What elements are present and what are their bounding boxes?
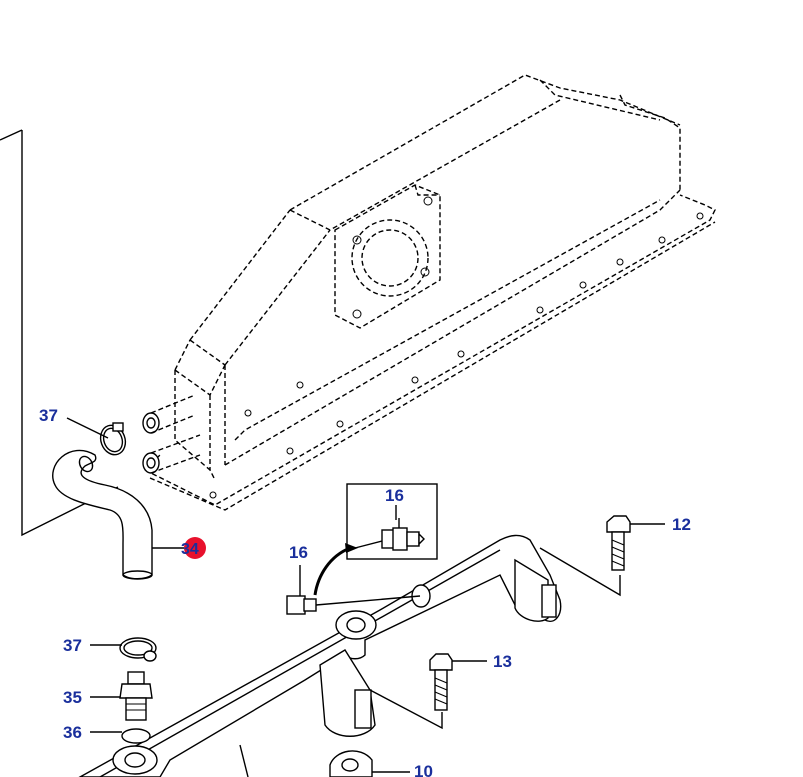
callout-36[interactable]: 36 xyxy=(63,723,82,742)
oil-cooler-housing xyxy=(142,74,716,511)
bolt-13-icon xyxy=(369,653,453,730)
callout-10[interactable]: 10 xyxy=(414,762,433,777)
union-fitting-icon xyxy=(119,671,153,721)
bolt-12-icon xyxy=(539,515,631,597)
callout-leaders xyxy=(66,417,665,773)
callout-16-plug[interactable]: 16 xyxy=(289,543,308,562)
callout-34[interactable]: 34 xyxy=(181,541,199,558)
callout-37-lower[interactable]: 37 xyxy=(63,636,82,655)
callout-37-upper[interactable]: 37 xyxy=(39,406,58,425)
coolant-hose-icon xyxy=(52,449,153,580)
callout-16-inset[interactable]: 16 xyxy=(385,486,404,505)
water-manifold xyxy=(78,534,562,777)
callout-34-highlight-marker xyxy=(184,537,206,559)
part-10-icon xyxy=(329,750,373,777)
callout-35[interactable]: 35 xyxy=(63,688,82,707)
callout-13[interactable]: 13 xyxy=(493,652,512,671)
hose-clamp-upper-icon xyxy=(99,422,127,456)
sensor-detail-inset xyxy=(346,483,438,560)
callout-labels: 37 34 16 16 12 13 37 35 36 10 xyxy=(39,406,691,777)
o-ring-icon xyxy=(121,728,151,744)
drain-plug-icon xyxy=(286,595,421,615)
hose-clamp-lower-icon xyxy=(119,637,157,662)
inset-leader-arrow xyxy=(313,543,358,596)
callout-12[interactable]: 12 xyxy=(672,515,691,534)
